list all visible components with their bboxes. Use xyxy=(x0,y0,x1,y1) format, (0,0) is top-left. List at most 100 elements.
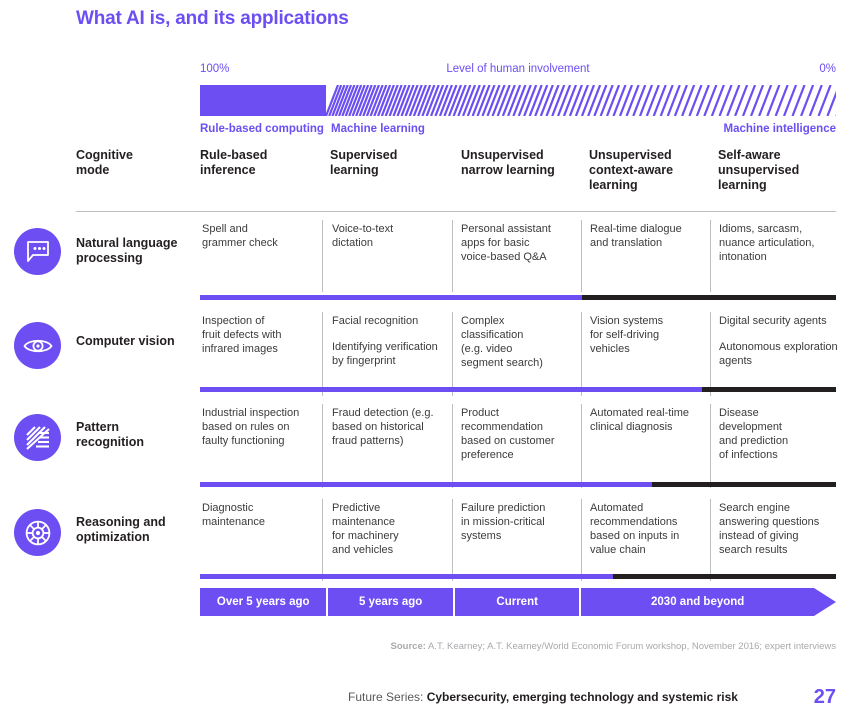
timeline-segment-label: Over 5 years ago xyxy=(216,596,310,608)
cell-line: Real-time dialogue xyxy=(590,223,682,235)
footer-series-text: Future Series: Cybersecurity, emerging t… xyxy=(348,690,738,704)
cell-line: by fingerprint xyxy=(332,355,396,367)
cell-line: Identifying verification xyxy=(332,341,438,353)
timeline-segment-2030-and-beyond[interactable]: 2030 and beyond xyxy=(579,588,814,616)
cell-line: voice-based Q&A xyxy=(461,251,547,263)
cell-line: Diagnostic xyxy=(202,502,254,514)
scale-footer-labels: Rule-based computing Machine learning Ma… xyxy=(200,123,836,139)
matrix-cell: Digital security agents Autonomous explo… xyxy=(719,314,847,368)
cell-line: based on historical xyxy=(332,421,424,433)
scale-foot-machine-intelligence: Machine intelligence xyxy=(723,123,836,135)
cell-line: clinical diagnosis xyxy=(590,421,673,433)
cell-divider xyxy=(452,220,453,292)
cell-line: based on inputs in xyxy=(590,530,680,542)
row-label-line-1: Computer vision xyxy=(76,334,175,348)
cell-divider xyxy=(710,499,711,581)
row-label-line-1: Natural language xyxy=(76,236,178,250)
cell-divider xyxy=(581,312,582,396)
header-rule xyxy=(76,211,836,212)
cell-line: faulty functioning xyxy=(202,435,285,447)
timeline-arrow-icon xyxy=(814,588,836,616)
timeline-segment-5-years-ago[interactable]: 5 years ago xyxy=(326,588,452,616)
gear-glyph xyxy=(25,520,50,545)
cell-line: Personal assistant xyxy=(461,223,551,235)
separator-purple xyxy=(200,295,582,300)
cell-line: development xyxy=(719,421,782,433)
cell-line: maintenance xyxy=(332,516,395,528)
cell-line: Complex xyxy=(461,315,505,327)
timeline-segments: Over 5 years ago 5 years ago Current 203… xyxy=(200,588,814,616)
header-line-1: Unsupervised xyxy=(461,148,544,162)
cell-line: and translation xyxy=(590,237,663,249)
cell-line: grammer check xyxy=(202,237,278,249)
column-header-rule-based-inference: Rule-based inference xyxy=(200,148,324,178)
scale-center-label: Level of human involvement xyxy=(446,63,590,75)
matrix-cell: Spell and grammer check xyxy=(202,222,314,250)
footer-prefix: Future Series: xyxy=(348,690,427,704)
cell-line: Inspection of xyxy=(202,315,265,327)
cell-divider xyxy=(452,499,453,581)
progress-separator-bottom xyxy=(200,574,836,579)
column-header-self-aware-unsupervised-learning: Self-aware unsupervised learning xyxy=(718,148,842,193)
footer-title: Cybersecurity, emerging technology and s… xyxy=(426,690,738,704)
timeline-segment-over-5-years-ago[interactable]: Over 5 years ago xyxy=(200,588,326,616)
cell-line: Disease xyxy=(719,407,759,419)
cell-divider xyxy=(710,312,711,396)
matrix-cell: Vision systems for self-driving vehicles xyxy=(590,314,708,356)
column-header-unsupervised-narrow-learning: Unsupervised narrow learning xyxy=(461,148,585,178)
column-header-unsupervised-context-aware-learning: Unsupervised context-aware learning xyxy=(589,148,713,193)
scale-hatched-segment xyxy=(325,85,836,116)
cell-line: value chain xyxy=(590,544,646,556)
cell-line: of infections xyxy=(719,449,778,461)
cell-line: segment search) xyxy=(461,357,543,369)
eye-icon xyxy=(14,322,61,369)
header-line-2: learning xyxy=(330,163,379,177)
scale-labels: 100% Level of human involvement 0% xyxy=(200,63,836,81)
cell-line: Spell and xyxy=(202,223,248,235)
cell-line: recommendations xyxy=(590,516,678,528)
cell-line: vehicles xyxy=(590,343,630,355)
header-line-3: learning xyxy=(718,178,767,192)
capability-matrix: Cognitive mode Rule-based inference Supe… xyxy=(0,148,850,581)
speech-bubble-glyph xyxy=(26,240,49,262)
matrix-row-natural-language-processing: Natural language processing Spell and gra… xyxy=(0,218,850,294)
cell-line: intonation xyxy=(719,251,767,263)
header-line-1: Supervised xyxy=(330,148,398,162)
cell-divider xyxy=(322,404,323,488)
row-label-line-2: processing xyxy=(76,251,143,265)
matrix-cell: Fraud detection (e.g.based on historical… xyxy=(332,406,450,448)
gear-icon xyxy=(14,509,61,556)
cell-line: Idioms, sarcasm, xyxy=(719,223,803,235)
pattern-stripes-glyph xyxy=(25,425,50,450)
timeline-segment-label: Current xyxy=(496,596,538,608)
scale-foot-rule-based: Rule-based computing xyxy=(200,123,324,135)
cell-line: Facial recognition xyxy=(332,315,419,327)
cell-line: (e.g. video xyxy=(461,343,513,355)
header-line-2: mode xyxy=(76,163,110,177)
cell-line: Industrial inspection xyxy=(202,407,300,419)
progress-separator-reasoning-optimization xyxy=(200,482,836,487)
progress-separator-computer-vision xyxy=(200,295,836,300)
cell-divider xyxy=(322,220,323,292)
hatch-pattern-icon xyxy=(325,85,836,116)
header-line-2: context-aware xyxy=(589,163,674,177)
timeline-segment-current[interactable]: Current xyxy=(452,588,579,616)
separator-purple xyxy=(200,574,614,579)
source-note: Source: A.T. Kearney; A.T. Kearney/World… xyxy=(391,641,836,652)
cell-line: for self-driving xyxy=(590,329,660,341)
separator-purple xyxy=(200,482,652,487)
cell-line: Vision systems xyxy=(590,315,664,327)
cell-line: Automated xyxy=(590,502,644,514)
cell-divider xyxy=(452,312,453,396)
cell-line: recommendation xyxy=(461,421,543,433)
cell-line: preference xyxy=(461,449,514,461)
cell-divider xyxy=(581,499,582,581)
